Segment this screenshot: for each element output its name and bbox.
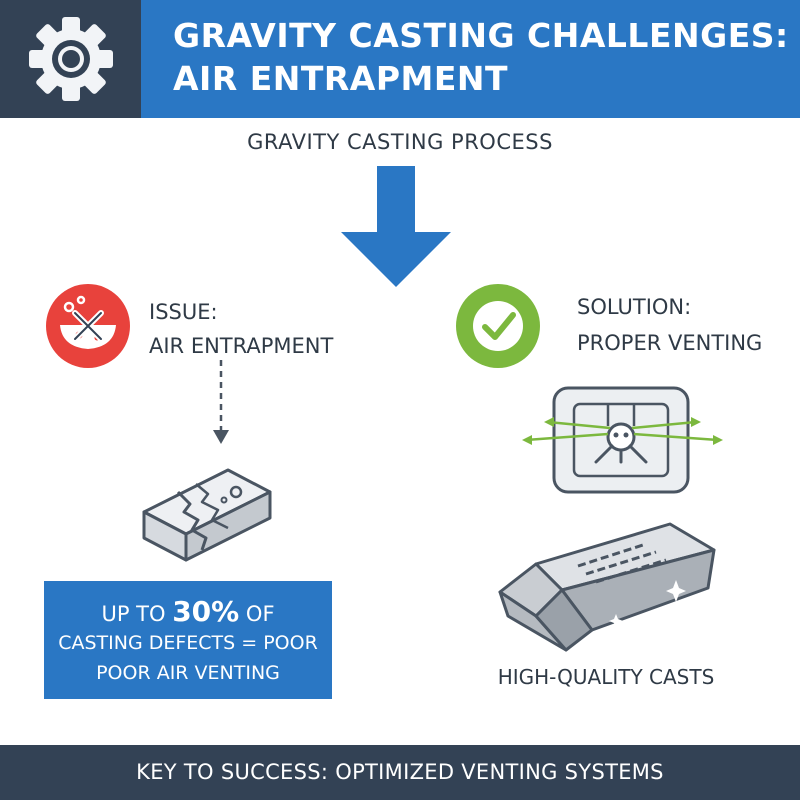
issue-label-line-1: ISSUE: (149, 300, 218, 324)
dashed-arrow-icon (213, 360, 229, 444)
footer-banner: KEY TO SUCCESS: OPTIMIZED VENTING SYSTEM… (0, 745, 800, 800)
result-label: HIGH-QUALITY CASTS (497, 665, 715, 689)
cracked-casting-icon (142, 468, 272, 562)
solution-label-line-2: PROPER VENTING (577, 331, 763, 355)
stat-suffix: OF (239, 602, 275, 626)
checkmark-icon (456, 284, 540, 368)
solution-label-line-1: SOLUTION: (577, 295, 692, 319)
process-label: GRAVITY CASTING PROCESS (247, 130, 553, 154)
venting-mold-icon (522, 386, 723, 494)
cast-ingot-icon (498, 522, 716, 652)
stat-percent: 30% (172, 595, 240, 628)
issue-label: ISSUE: AIR ENTRAPMENT (149, 295, 333, 363)
page-title-line-2: AIR ENTRAPMENT (173, 59, 509, 98)
down-arrow-icon (341, 166, 451, 287)
header-banner: GRAVITY CASTING CHALLENGES: AIR ENTRAPME… (0, 0, 800, 118)
gear-icon-box (0, 0, 141, 118)
defect-x-icon (46, 284, 130, 368)
page-title-line-1: GRAVITY CASTING CHALLENGES: (173, 16, 789, 55)
title-box: GRAVITY CASTING CHALLENGES: AIR ENTRAPME… (141, 0, 800, 118)
solution-label: SOLUTION: PROPER VENTING (577, 289, 762, 361)
issue-label-line-2: AIR ENTRAPMENT (149, 334, 334, 358)
stat-line-2: CASTING DEFECTS = POOR (58, 632, 318, 654)
stat-line-3: POOR AIR VENTING (96, 662, 280, 684)
defect-stat-box: UP TO 30% OF CASTING DEFECTS = POOR POOR… (44, 581, 332, 699)
gear-icon (28, 17, 113, 101)
stat-line-1: UP TO 30% OF (44, 595, 332, 628)
stat-prefix: UP TO (101, 602, 173, 626)
